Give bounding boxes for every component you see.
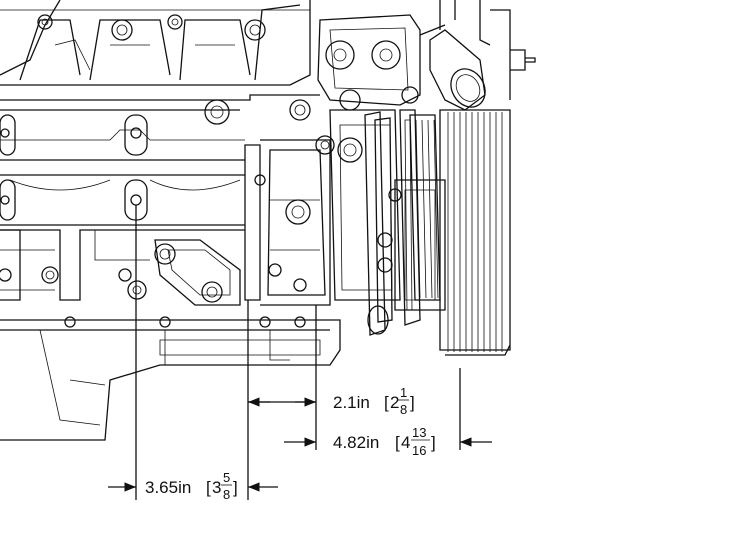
svg-text:[: [ (395, 433, 400, 452)
pulley-grooves (415, 112, 503, 352)
dim-b-whole: 4 (401, 433, 410, 452)
bolt-icon (111, 19, 133, 41)
dimension-4-82in: 4.82in [ 4 13 16 ] (284, 425, 492, 458)
bolt-icon (37, 14, 53, 30)
svg-text:[: [ (384, 393, 389, 412)
svg-text:]: ] (233, 478, 238, 497)
svg-text:[: [ (206, 478, 211, 497)
dim-b-value: 4.82in (333, 433, 379, 452)
bolt-icon (244, 19, 266, 41)
dim-a-den: 8 (400, 402, 407, 417)
dim-b-den: 16 (412, 443, 426, 458)
dim-c-num: 5 (223, 470, 230, 485)
dim-b-num: 13 (412, 425, 426, 440)
dim-a-value: 2.1in (333, 393, 370, 412)
dim-a-whole: 2 (390, 393, 399, 412)
dim-c-value: 3.65in (145, 478, 191, 497)
dim-c-den: 8 (223, 487, 230, 502)
svg-text:]: ] (410, 393, 415, 412)
dim-a-num: 1 (400, 385, 407, 400)
dimension-2-1in: 2.1in [ 2 1 8 ] (248, 385, 415, 417)
dimension-3-65in: 3.65in [ 3 5 8 ] (108, 470, 278, 502)
dim-c-whole: 3 (212, 478, 221, 497)
svg-text:]: ] (431, 433, 436, 452)
bolt-icon (167, 14, 183, 30)
engine-block (0, 0, 536, 441)
